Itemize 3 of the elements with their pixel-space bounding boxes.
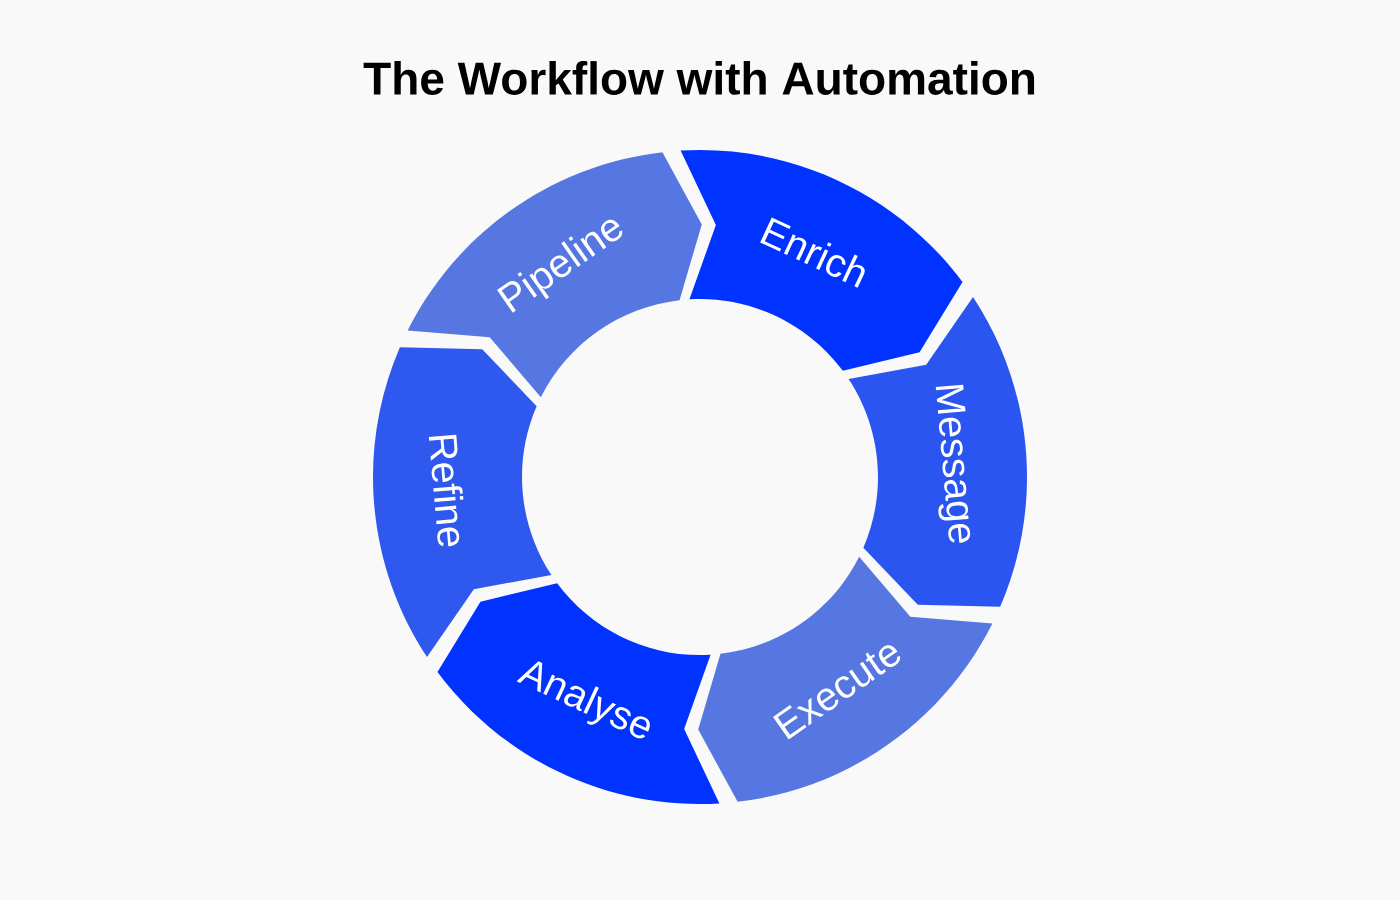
arrow-segment: Message	[848, 297, 1027, 607]
arrow-segment: Refine	[373, 347, 552, 657]
title: The Workflow with Automation	[363, 61, 1035, 95]
